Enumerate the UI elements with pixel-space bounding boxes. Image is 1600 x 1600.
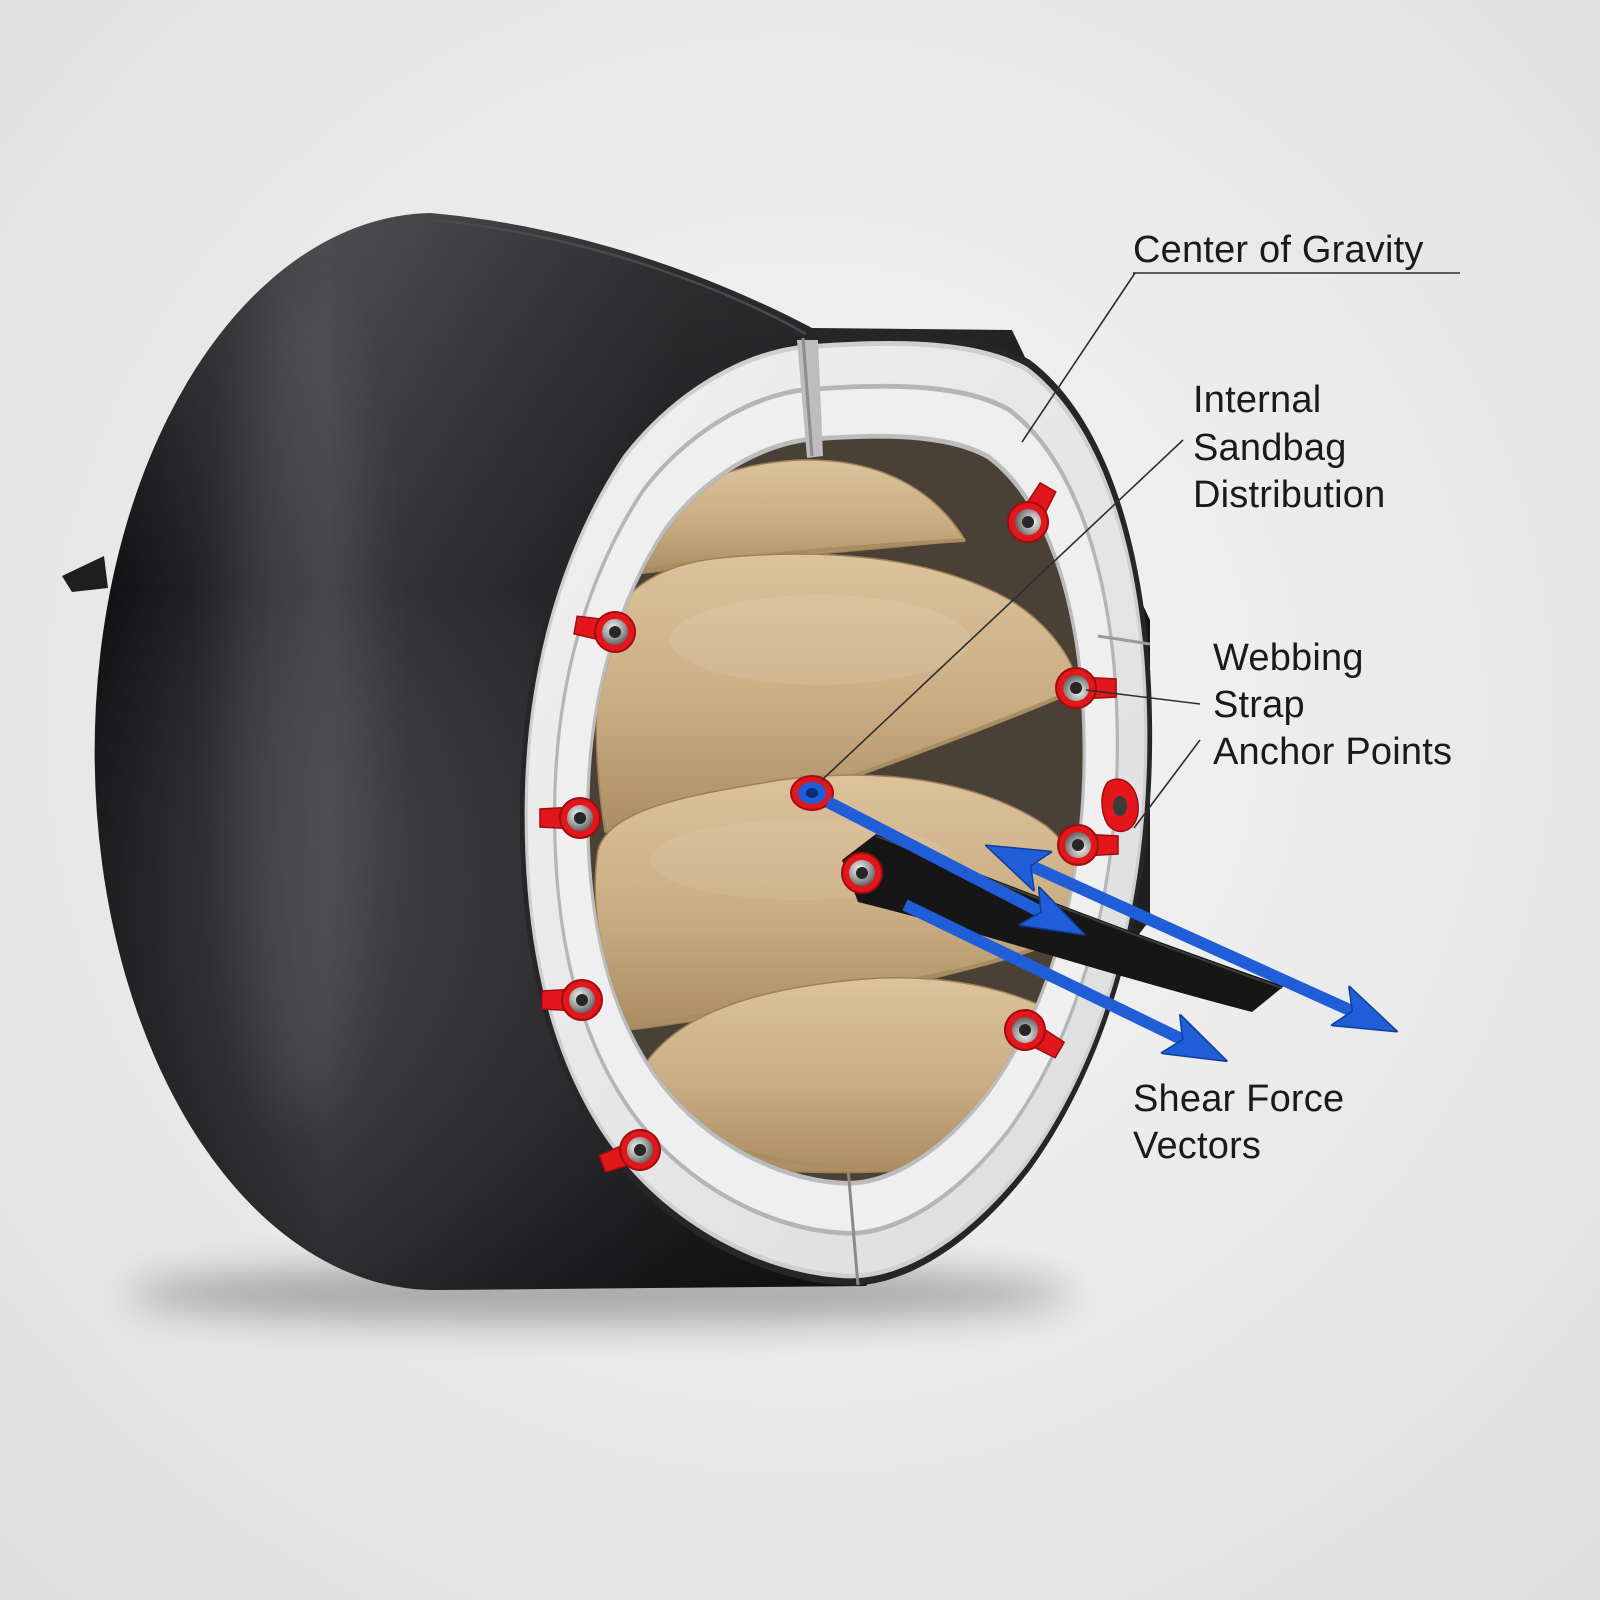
labels: Center of Gravity Internal Sandbag Distr… [1133,229,1452,1167]
anchor-leader-line [1085,689,1201,705]
label-internal-sandbag-distribution: Internal Sandbag Distribution [1193,379,1385,516]
label-center-of-gravity: Center of Gravity [1133,229,1424,271]
cut-face [519,333,1153,1286]
sandbag-highlight [670,595,970,685]
center-of-gravity-marker [790,775,834,811]
sandbag-leader-line [821,439,1184,781]
anchor-leader-line [1133,739,1201,829]
label-webbing-strap-anchor-points: Webbing Strap Anchor Points [1213,637,1452,773]
label-line: Internal [1193,379,1321,421]
anchor-point-edge [1101,778,1139,833]
label-line: Distribution [1193,474,1385,516]
bottom-cut-seam [846,1167,860,1286]
leader-lines [821,272,1460,829]
label-line: Anchor Points [1213,731,1452,773]
cog-center [806,788,818,798]
right-cut-step [1097,634,1151,646]
top-cut-notch [797,340,823,458]
label-line: Shear Force [1133,1078,1344,1120]
grommet-hole [856,867,868,879]
label-line: Vectors [1133,1125,1261,1167]
rear-strap-tab [62,556,108,592]
label-line: Strap [1213,684,1305,726]
sandbag-grommet [841,852,883,894]
anchor-grommet-hole [1113,796,1127,816]
anchor-points [539,476,1139,1184]
cog-leader-line [1021,272,1136,443]
label-line: Sandbag [1193,427,1347,469]
top-seam [431,218,807,336]
top-cut-seam [801,337,814,457]
shear-vector-double-arrow [1007,855,1376,1022]
label-line: Webbing [1213,637,1364,679]
shear-force-vectors [825,796,1376,1051]
leather-highlight [230,280,370,1120]
label-shear-force-vectors: Shear Force Vectors [1133,1078,1355,1167]
